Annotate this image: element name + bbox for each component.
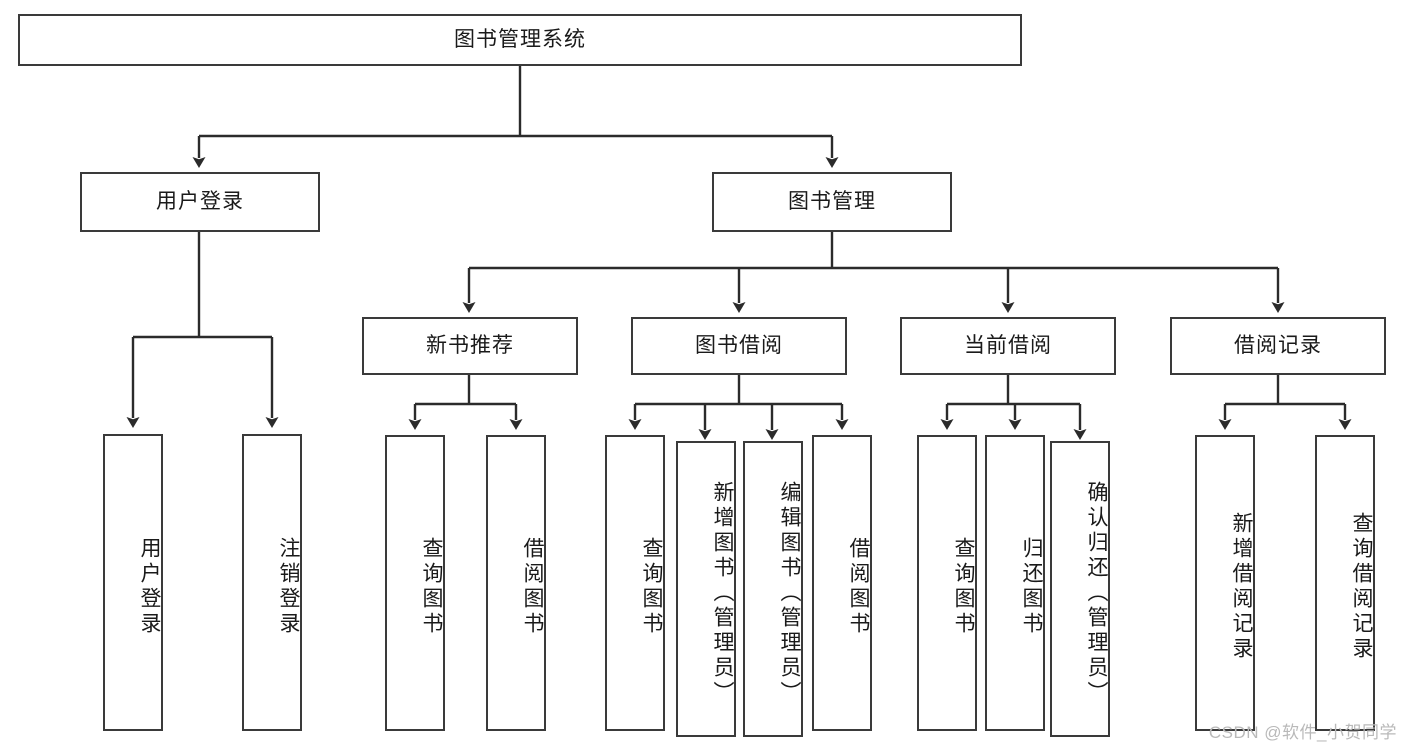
leaf-logout-login[interactable]: 注销登录: [242, 434, 302, 731]
node-label: 查询图书: [640, 537, 663, 637]
leaf-borrow-book-new-recommend[interactable]: 借阅图书: [486, 435, 546, 731]
leaf-edit-book-admin[interactable]: 编辑图书（管理员）: [743, 441, 803, 737]
node-label: 用户登录: [156, 190, 244, 214]
leaf-add-borrow-record[interactable]: 新增借阅记录: [1195, 435, 1255, 731]
leaf-add-book-admin[interactable]: 新增图书（管理员）: [676, 441, 736, 737]
node-label: 归还图书: [1020, 537, 1043, 637]
node-label: 借阅记录: [1234, 334, 1322, 358]
leaf-query-borrow-record[interactable]: 查询借阅记录: [1315, 435, 1375, 731]
node-label: 新增图书（管理员）: [711, 480, 734, 706]
node-label: 用户登录: [138, 536, 161, 637]
node-label: 图书管理系统: [454, 28, 586, 52]
node-current-borrow[interactable]: 当前借阅: [900, 317, 1116, 375]
node-label: 查询图书: [952, 537, 975, 637]
leaf-user-login[interactable]: 用户登录: [103, 434, 163, 731]
watermark: CSDN @软件_小贺同学: [1208, 723, 1397, 742]
leaf-query-book-new-recommend[interactable]: 查询图书: [385, 435, 445, 731]
node-book-borrow[interactable]: 图书借阅: [631, 317, 847, 375]
node-label: 借阅图书: [847, 537, 870, 637]
node-book-management[interactable]: 图书管理: [712, 172, 952, 232]
node-label: 图书管理: [788, 190, 876, 214]
node-label: 编辑图书（管理员）: [778, 480, 801, 706]
leaf-query-book-borrow[interactable]: 查询图书: [605, 435, 665, 731]
node-new-book-recommend[interactable]: 新书推荐: [362, 317, 578, 375]
node-label: 查询借阅记录: [1350, 512, 1373, 662]
node-borrow-record[interactable]: 借阅记录: [1170, 317, 1386, 375]
leaf-confirm-return-admin[interactable]: 确认归还（管理员）: [1050, 441, 1110, 737]
node-root-book-management-system[interactable]: 图书管理系统: [18, 14, 1022, 66]
node-label: 借阅图书: [521, 537, 544, 637]
leaf-borrow-book-borrow[interactable]: 借阅图书: [812, 435, 872, 731]
node-user-login[interactable]: 用户登录: [80, 172, 320, 232]
node-label: 新增借阅记录: [1230, 512, 1253, 662]
leaf-return-book[interactable]: 归还图书: [985, 435, 1045, 731]
node-label: 图书借阅: [695, 334, 783, 358]
node-label: 查询图书: [420, 537, 443, 637]
leaf-query-book-current[interactable]: 查询图书: [917, 435, 977, 731]
node-label: 当前借阅: [964, 334, 1052, 358]
node-label: 注销登录: [277, 536, 300, 637]
node-label: 新书推荐: [426, 334, 514, 358]
node-label: 确认归还（管理员）: [1085, 480, 1108, 706]
